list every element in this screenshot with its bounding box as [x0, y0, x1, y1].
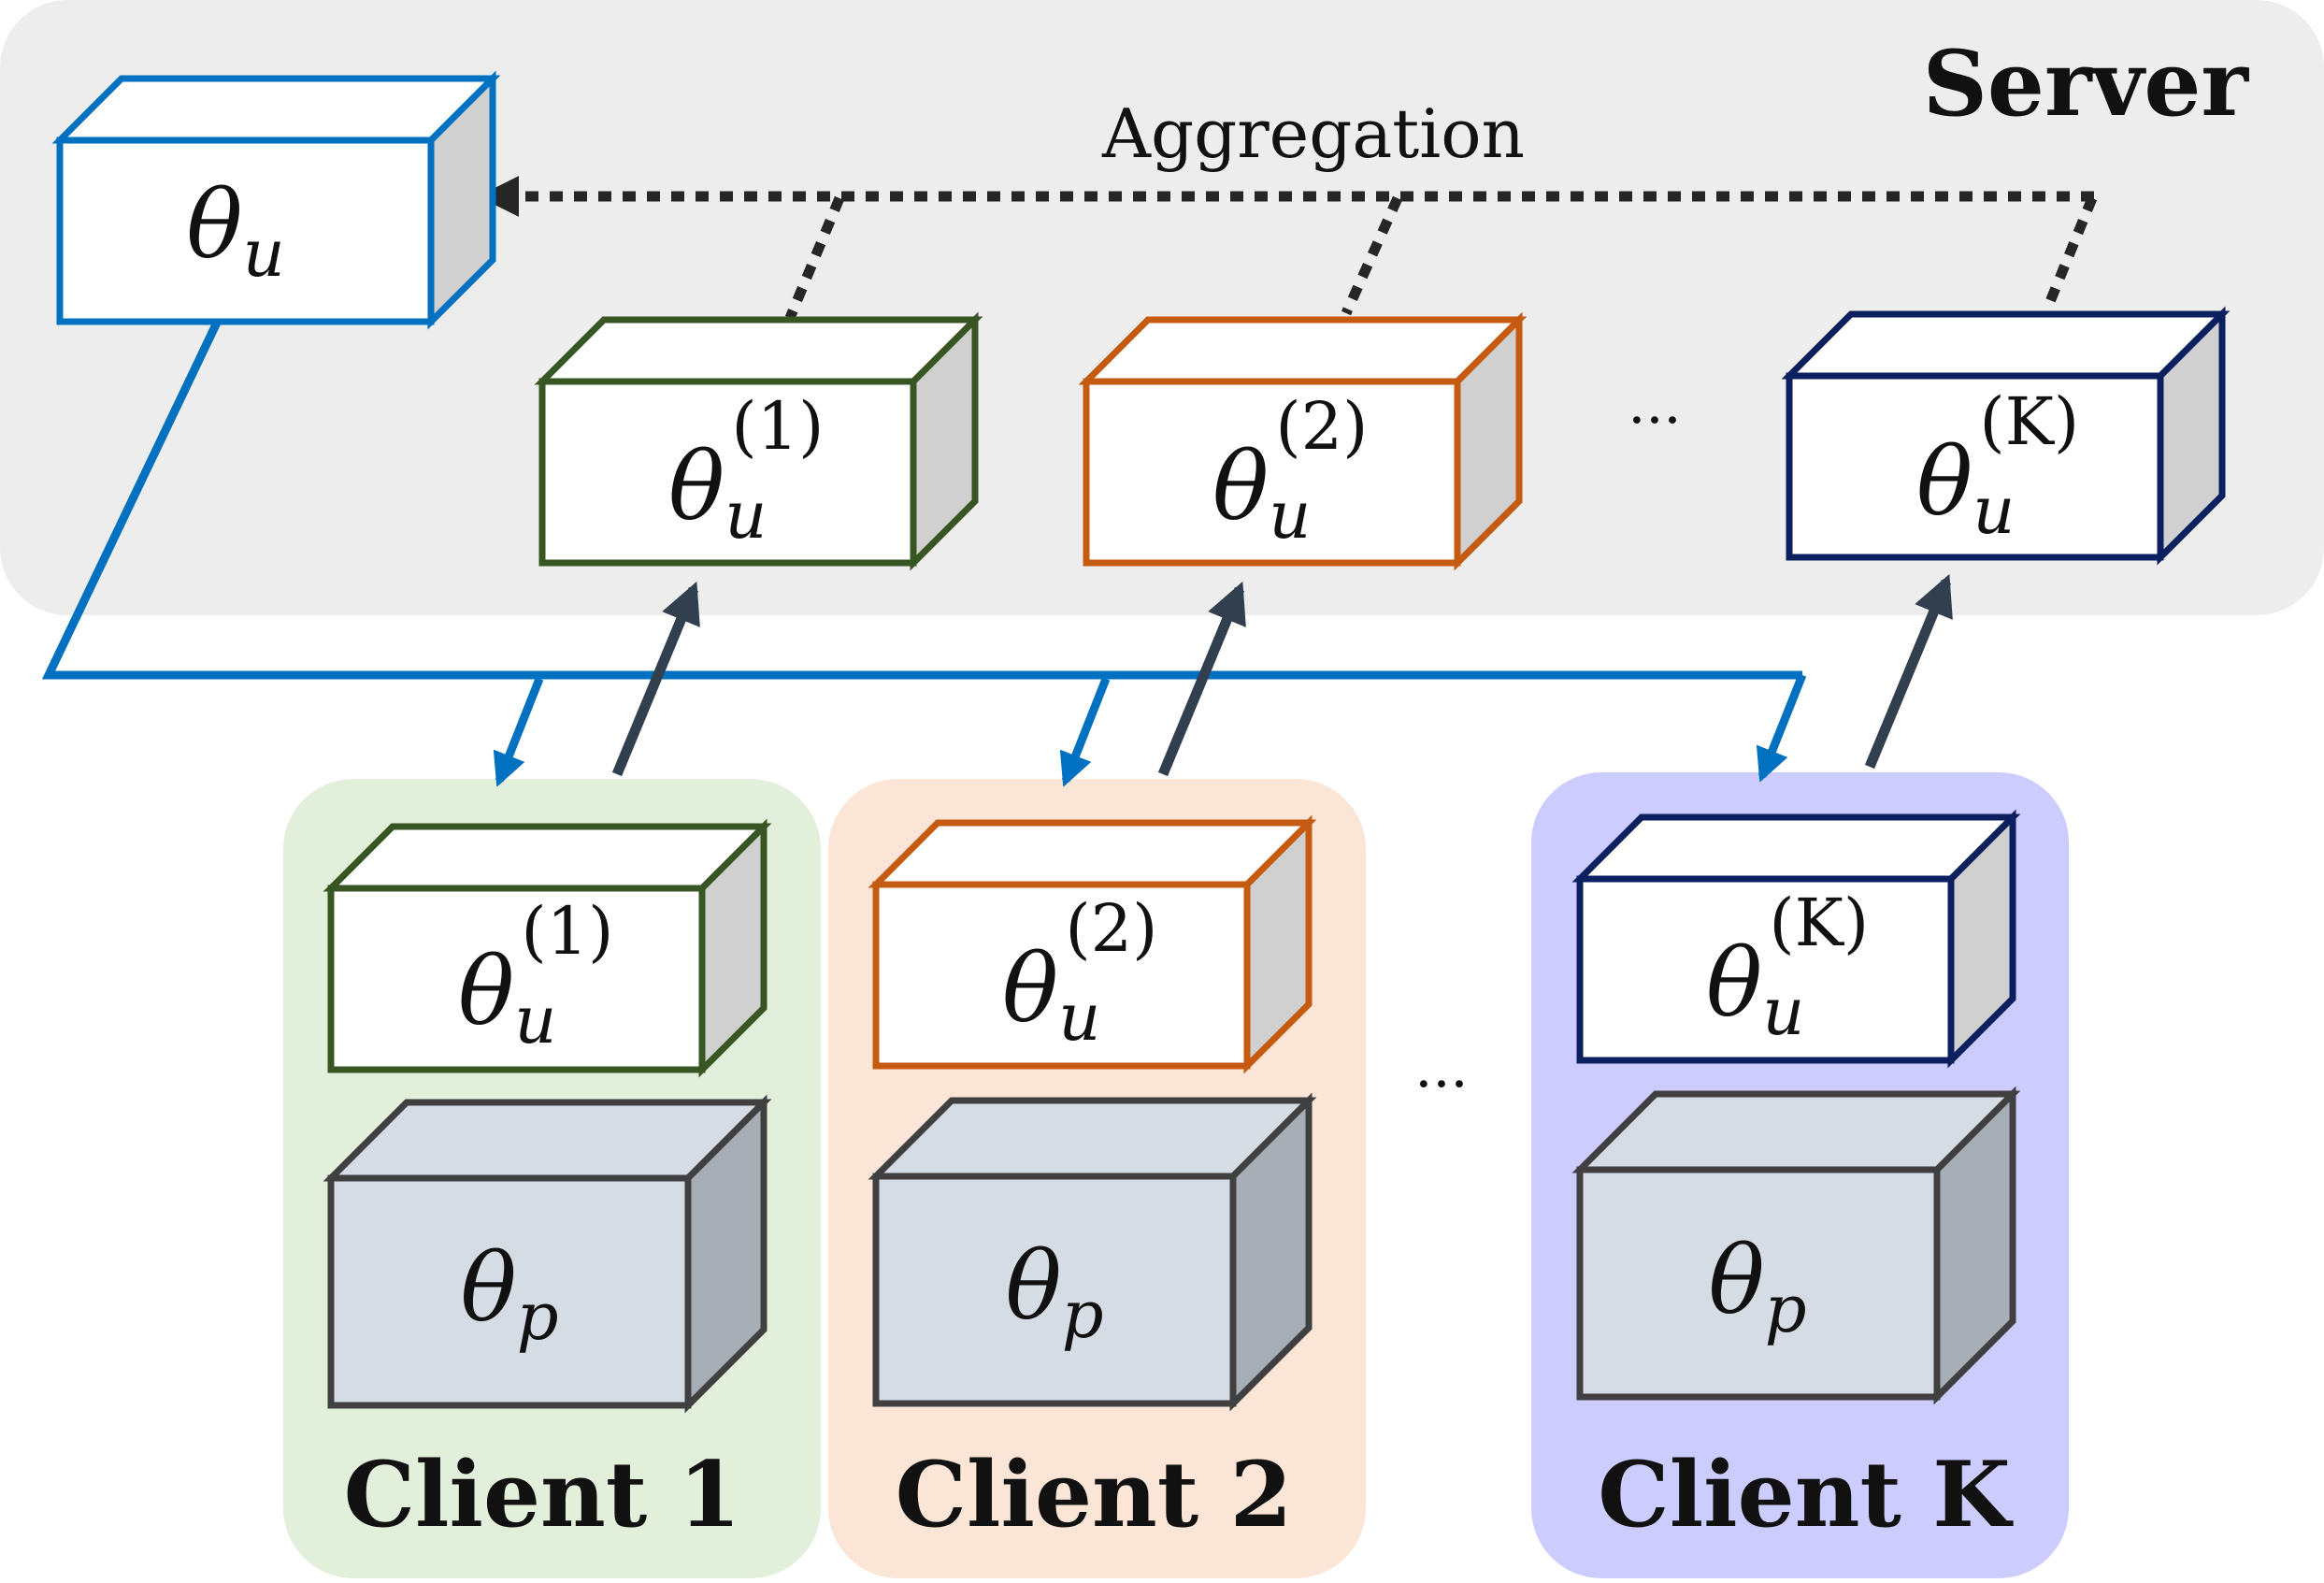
server-model-2-label: θu(2) [1212, 388, 1368, 554]
client-2-personal-box [868, 1092, 1317, 1412]
client-2-shared-box [868, 814, 1317, 1074]
client-k-label: Client K [1598, 1442, 2014, 1547]
server-model-k-box [1781, 306, 2231, 566]
client-1-shared-box [323, 818, 772, 1078]
client-k-personal-box [1571, 1086, 2021, 1405]
upload-arrows [611, 573, 1953, 777]
server-model-k-label: θu(K) [1916, 383, 2079, 549]
broadcast-lines [41, 321, 1807, 787]
clients-ellipsis: ··· [1414, 1052, 1468, 1117]
global-model-box [51, 70, 501, 330]
client-k-shared-label: θu(K) [1706, 885, 1869, 1050]
client-1-shared-label: θu(1) [458, 893, 613, 1058]
client-k-shared-box [1571, 809, 2021, 1069]
aggregation-label: Aggregation [1101, 94, 1525, 173]
client-1-personal-label: θp [460, 1233, 558, 1355]
client-2-shared-label: θu(2) [1002, 890, 1157, 1056]
client-1-label: Client 1 [344, 1442, 741, 1547]
client-2-personal-label: θp [1005, 1231, 1103, 1353]
server-model-2-box [1078, 311, 1528, 571]
client-2-label: Client 2 [896, 1442, 1293, 1547]
server-ellipsis: ··· [1628, 388, 1681, 453]
server-model-1-box [534, 311, 983, 571]
client-1-personal-box [323, 1094, 772, 1414]
client-k-personal-label: θp [1708, 1226, 1806, 1347]
server-model-1-label: θu(1) [668, 388, 824, 554]
global-model-label: θu [186, 170, 284, 292]
aggregation-lines [478, 176, 2098, 321]
server-title: Server [1923, 31, 2250, 137]
